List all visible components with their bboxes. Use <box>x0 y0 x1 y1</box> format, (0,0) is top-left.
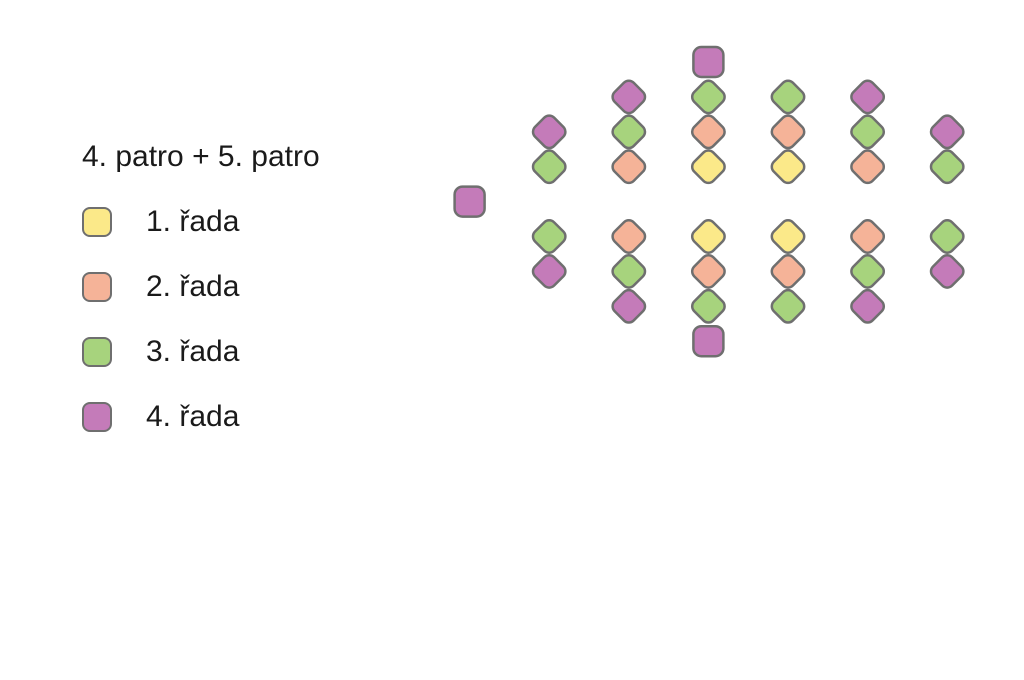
tile-row-3 <box>770 288 806 324</box>
tile-row-3 <box>690 288 726 324</box>
legend-swatch-row-4 <box>82 402 112 432</box>
tile-row-4 <box>850 288 886 324</box>
legend-label-row-3: 3. řada <box>146 335 240 368</box>
tile-row-3 <box>531 219 567 254</box>
tile-row-3 <box>531 149 567 185</box>
tile-row-1 <box>690 149 726 185</box>
legend-item-row-3: 3. řada <box>82 335 240 368</box>
legend-label-row-1: 1. řada <box>146 205 240 238</box>
tile-row-3 <box>850 253 886 289</box>
edge-square-tile <box>692 324 725 358</box>
tile-row-4 <box>611 288 647 324</box>
tile-row-3 <box>690 79 726 115</box>
legend-swatch-row-2 <box>82 272 112 302</box>
tile-row-2 <box>611 219 647 254</box>
legend-item-row-2: 2. řada <box>82 270 240 303</box>
tile-row-3 <box>929 149 965 185</box>
tile-row-1 <box>690 219 726 254</box>
tile-row-4 <box>531 114 567 150</box>
edge-square-tile <box>692 45 725 79</box>
legend-item-row-1: 1. řada <box>82 205 240 238</box>
edge-square-tile <box>453 185 486 218</box>
tile-row-1 <box>770 149 806 185</box>
tile-row-4 <box>929 253 965 289</box>
legend-swatch-row-1 <box>82 207 112 237</box>
tile-row-3 <box>611 114 647 150</box>
tile-row-2 <box>611 149 647 185</box>
tile-row-3 <box>929 219 965 254</box>
legend-label-row-4: 4. řada <box>146 400 240 433</box>
tile-row-2 <box>690 253 726 289</box>
tile-row-4 <box>611 79 647 115</box>
tile-row-4 <box>850 79 886 115</box>
tile-row-3 <box>611 253 647 289</box>
tile-row-4 <box>929 114 965 150</box>
legend-label-row-2: 2. řada <box>146 270 240 303</box>
legend-swatch-row-3 <box>82 337 112 367</box>
tile-row-4 <box>531 253 567 289</box>
tile-row-2 <box>850 149 886 185</box>
tile-row-2 <box>770 114 806 150</box>
tile-row-2 <box>690 114 726 150</box>
tile-row-2 <box>770 253 806 289</box>
tile-row-2 <box>850 219 886 254</box>
legend-title: 4. patro + 5. patro <box>82 140 320 173</box>
tile-row-1 <box>770 219 806 254</box>
legend-item-row-4: 4. řada <box>82 400 240 433</box>
tile-row-3 <box>770 79 806 115</box>
tile-row-3 <box>850 114 886 150</box>
